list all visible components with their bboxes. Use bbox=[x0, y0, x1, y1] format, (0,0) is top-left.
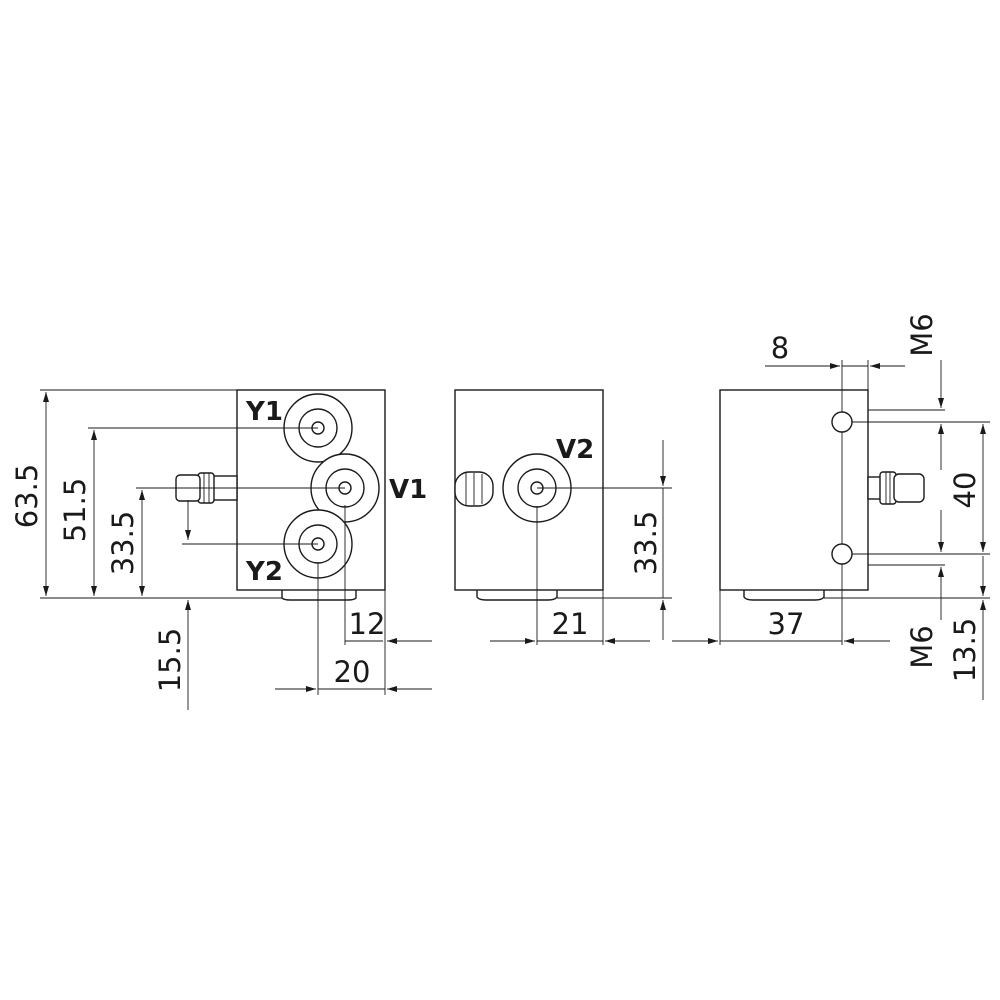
rear-view-bottom-boss bbox=[743, 590, 825, 601]
dim-8: 8 bbox=[771, 331, 789, 365]
dim-12: 12 bbox=[349, 607, 386, 641]
dim-13-5: 13.5 bbox=[948, 618, 982, 683]
dim-21: 21 bbox=[552, 607, 589, 641]
dim-37: 37 bbox=[768, 607, 805, 641]
side-view-bottom-boss bbox=[476, 590, 558, 601]
dim-33-5-front: 33.5 bbox=[106, 511, 140, 576]
side-view: V2 bbox=[454, 389, 604, 601]
dim-63-5: 63.5 bbox=[10, 464, 44, 529]
rear-view-fitting bbox=[867, 471, 925, 505]
rear-view-dimensions: 8 37 40 13.5 M6 M6 bbox=[672, 313, 990, 700]
side-view-dimensions: 33.5 21 bbox=[490, 440, 672, 645]
dim-m6-top: M6 bbox=[905, 313, 939, 356]
front-view-bottom-boss bbox=[281, 590, 357, 601]
dim-40: 40 bbox=[948, 472, 982, 509]
mounting-hole-top bbox=[831, 411, 853, 433]
rear-view bbox=[719, 389, 925, 601]
front-view-dimensions: 63.5 51.5 33.5 15.5 12 20 bbox=[10, 389, 432, 710]
dim-20: 20 bbox=[334, 655, 371, 689]
port-y1-label: Y1 bbox=[245, 397, 283, 427]
side-view-fitting bbox=[454, 471, 494, 507]
dim-51-5: 51.5 bbox=[58, 478, 92, 543]
dim-m6-bottom: M6 bbox=[905, 625, 939, 668]
dim-33-5-side: 33.5 bbox=[629, 511, 663, 576]
port-y2-label: Y2 bbox=[245, 557, 283, 587]
front-view: Y1 V1 Y2 bbox=[175, 389, 427, 601]
port-v1-label: V1 bbox=[389, 475, 427, 505]
dim-15-5: 15.5 bbox=[153, 628, 187, 693]
port-v2-label: V2 bbox=[556, 435, 594, 465]
mounting-hole-bottom bbox=[831, 543, 853, 565]
